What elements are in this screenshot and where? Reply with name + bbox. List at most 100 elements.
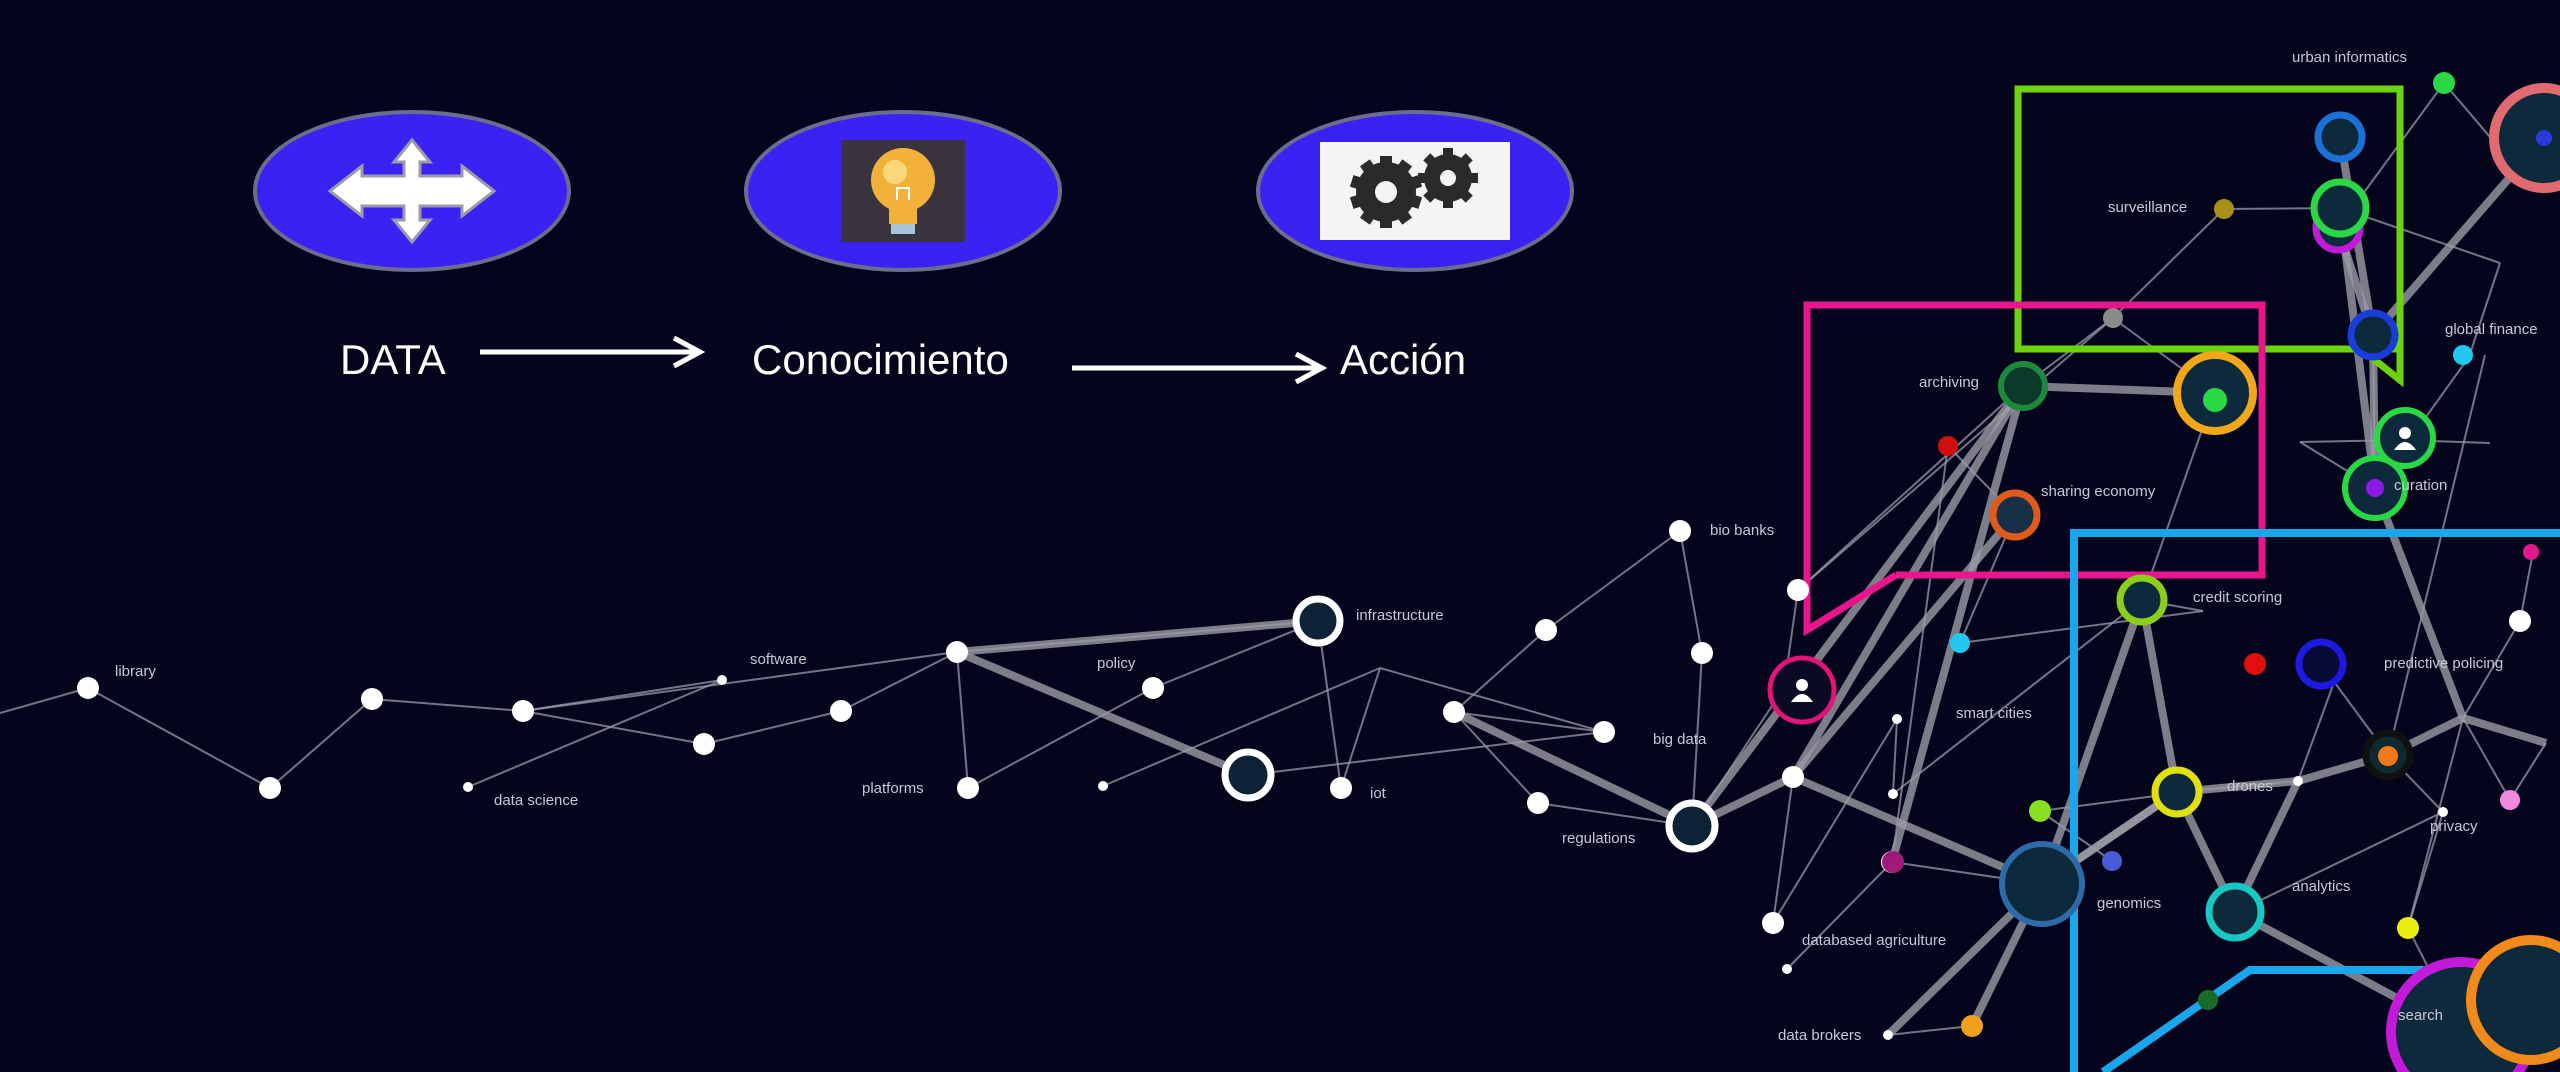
network-node [2310,178,2370,238]
network-edge [1772,718,1898,924]
network-edge [2371,486,2467,720]
network-edge [2462,717,2511,801]
network-edge [2138,599,2181,793]
network-node [2523,544,2539,560]
network-node [2244,653,2266,675]
network-edge [87,687,271,789]
network-node [1593,721,1615,743]
network-edge [955,648,1250,779]
accion-oval [1256,110,1574,272]
network-edge [269,698,373,789]
gear-tooth [1395,207,1413,225]
network-node [2295,638,2347,690]
network-node [2214,199,2234,219]
network-label-genomics: genomics [2097,895,2161,912]
network-edge [1152,620,1319,689]
highlight-frames [1803,85,2560,1072]
network-node [77,677,99,699]
network-label-library: library [115,663,156,680]
network-edge [1797,385,2024,591]
network-node [1098,781,1108,791]
network-node [2205,882,2265,942]
network-edge [840,651,958,712]
network-label-iot: iot [1370,785,1387,802]
network-node [2116,574,2168,626]
network-node [2433,72,2455,94]
flow-step-label-data: DATA [340,336,446,383]
network-edge [1102,667,1381,787]
network-node [1883,1030,1893,1040]
network-edge [2519,551,2534,622]
network-node [2314,111,2366,163]
network-edge [1789,383,2027,780]
network-edge [956,651,969,789]
network-edge [467,679,723,788]
network-edge [1786,861,1893,970]
network-edge [1317,620,1342,789]
network-edge [2461,714,2548,747]
network-label-databased-agriculture: databased agriculture [1802,932,1946,949]
network-edge [522,710,705,745]
network-node [2203,388,2227,412]
network-edge [1679,530,1703,654]
network-edge [1545,530,1681,631]
network-node [2438,807,2448,817]
lightbulb-icon [841,140,965,242]
network-edge [371,698,524,712]
network-node [957,777,979,799]
network-label-archiving: archiving [1919,374,1979,391]
gear-tooth [1380,156,1392,168]
network-edge [1888,384,2027,864]
network-label-bio-banks: bio banks [1710,522,1774,539]
network-label-predictive-policing: predictive policing [2384,655,2503,672]
network-node [1782,766,1804,788]
network-edge [1959,610,2204,644]
network-node [2103,308,2123,328]
network-node [1882,851,1904,873]
network-node [1888,789,1898,799]
network-edge [1379,667,1605,733]
gear-tooth [1359,207,1377,225]
network-label-curation: curation [2394,477,2447,494]
network-node [1787,579,1809,601]
network-edge [1892,599,2143,795]
network-edge [1892,718,1898,795]
network-node [1950,633,1970,653]
network-edge [0,687,89,714]
network-edge [1772,776,1794,924]
network-node [2397,917,2419,939]
gears-icon [1320,142,1510,240]
network-edge [2235,811,2444,913]
network-node [1142,677,1164,699]
network-edge [1688,383,2027,829]
network-edge [2407,717,2464,929]
network-edge [2443,82,2491,138]
network-label-regulations: regulations [1562,830,1635,847]
network-node [2536,130,2552,146]
network-edge [1453,629,1547,713]
network-label-sharing-economy: sharing economy [2041,483,2156,500]
network-node [1691,642,1713,664]
data-oval [253,110,571,272]
network-node [1961,1015,1983,1037]
network-label-urban-informatics: urban informatics [2292,49,2407,66]
network-node [717,675,727,685]
network-node [512,700,534,722]
network-node [2293,776,2303,786]
network-node [1292,595,1344,647]
network-edge [2509,742,2547,801]
network-edge [1453,711,1539,804]
network-edge [2387,354,2486,756]
network-label-search: search [2398,1007,2443,1024]
network-label-platforms: platforms [862,780,924,797]
user-icon [2399,427,2411,439]
network-node [361,688,383,710]
network-edge [956,617,1319,656]
gear-tooth [1406,193,1423,209]
network-node [830,700,852,722]
network-edge [1887,1025,1973,1036]
network-label-smart-cities: smart cities [1956,705,2032,722]
network-node [2453,345,2473,365]
